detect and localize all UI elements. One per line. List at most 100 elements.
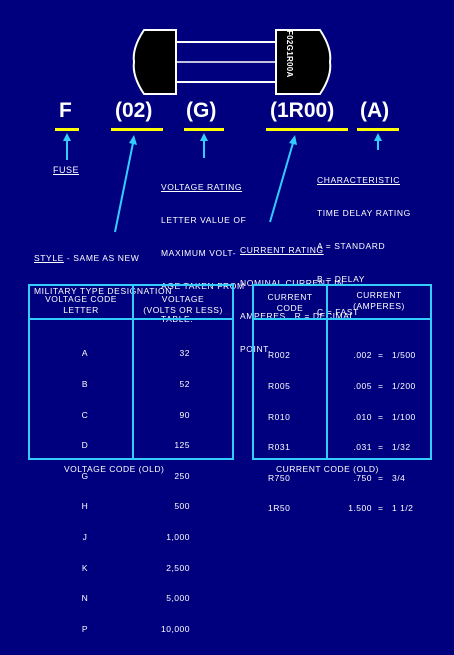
characteristic-line: A = STANDARD [317, 241, 386, 251]
current-fraction: 1/32 [392, 442, 411, 453]
style-line: MILITARY TYPE DESIGNATION [34, 286, 172, 296]
voltage-letter: N [81, 593, 89, 604]
current-decimal-column: .002 .005 .010 .031 .750 1.500 [338, 330, 372, 534]
equals-sign: = [378, 472, 384, 483]
current-rating-line: POINT. [240, 344, 271, 354]
underline-voltage [184, 128, 224, 131]
voltage-rating-line: LETTER VALUE OF [161, 215, 247, 225]
current-fraction: 1/100 [392, 411, 416, 422]
voltage-value: 1,000 [166, 532, 190, 543]
voltage-value: 250 [174, 470, 190, 481]
arrow-voltage [200, 133, 208, 158]
current-equals-column: = = = = = = [378, 330, 389, 534]
arrows-layer [63, 133, 382, 233]
current-decimal: .002 [353, 350, 372, 361]
current-table-header-code: CURRENT CODE [267, 292, 313, 313]
voltage-value: 2,500 [166, 562, 190, 573]
characteristic-line: B = DELAY [317, 274, 365, 284]
current-rating-line: NOMINAL CURRENT IN [240, 278, 344, 288]
arrow-current [269, 135, 297, 223]
underline-fuse [55, 128, 79, 131]
voltage-letter: P [81, 623, 89, 634]
voltage-letter: A [81, 348, 89, 359]
voltage-letter: B [81, 379, 89, 390]
characteristic-line: TIME DELAY RATING [317, 208, 411, 218]
voltage-letter: G [81, 470, 89, 481]
current-code: R002 [268, 350, 291, 361]
equals-sign: = [378, 411, 384, 422]
current-rating-description: CURRENT RATING NOMINAL CURRENT IN AMPERE… [240, 223, 355, 366]
underline-style [111, 128, 163, 131]
voltage-value: 10,000 [161, 623, 190, 634]
underline-characteristic [357, 128, 399, 131]
current-code: R005 [268, 381, 291, 392]
style-heading: STYLE [34, 253, 64, 263]
arrow-characteristic [374, 133, 382, 150]
current-decimal: .031 [347, 442, 372, 453]
voltage-letter: K [81, 562, 89, 573]
voltage-table-header-code: VOLTAGE CODE LETTER [45, 294, 117, 315]
fuse-right-cap [275, 29, 332, 95]
current-code: 1R50 [268, 503, 291, 514]
underline-current [266, 128, 348, 131]
current-fraction: 3/4 [392, 472, 406, 483]
code-characteristic: (A) [360, 99, 390, 122]
voltage-code-table: VOLTAGE CODE LETTER VOLTAGE (VOLTS OR LE… [28, 284, 234, 634]
voltage-value: 52 [179, 379, 190, 390]
fuse-marking: F02G1R00A [285, 30, 294, 78]
voltage-rating-line: MAXIMUM VOLT- [161, 248, 237, 258]
style-rest: - SAME AS NEW [63, 253, 140, 263]
voltage-value: 500 [174, 501, 190, 512]
characteristic-heading: CHARACTERISTIC [317, 175, 401, 185]
voltage-letter: D [81, 440, 89, 451]
arrow-style [114, 135, 137, 233]
current-code-column: R002 R005 R010 R031 R750 1R50 [268, 330, 290, 534]
current-decimal: 1.500 [348, 503, 372, 514]
current-fraction: 1/200 [392, 381, 416, 392]
voltage-rating-heading: VOLTAGE RATING [161, 182, 243, 192]
current-code-table: CURRENT CODE CURRENT (AMPERES) R002 R005… [252, 284, 432, 513]
voltage-table-caption: VOLTAGE CODE (OLD) [64, 464, 165, 474]
code-style: (02) [115, 99, 153, 122]
equals-sign: = [378, 350, 384, 361]
voltage-table-header-voltage: VOLTAGE (VOLTS OR LESS) [143, 294, 223, 315]
voltage-table-divider-horizontal [30, 318, 232, 320]
voltage-rating-line: AGE TAKEN FROM [161, 281, 245, 291]
voltage-value: 125 [174, 440, 190, 451]
arrow-fuse [63, 133, 71, 160]
characteristic-description: CHARACTERISTIC TIME DELAY RATING A = STA… [317, 153, 411, 329]
code-current: (1R00) [270, 99, 335, 122]
current-rating-line: AMPERES. R = DECIMAL [240, 311, 355, 321]
current-rating-heading: CURRENT RATING [240, 245, 324, 255]
fuse-illustration [132, 29, 332, 95]
voltage-value: 5,000 [166, 593, 190, 604]
current-decimal: .750 [347, 472, 372, 483]
characteristic-line: C = FAST [317, 307, 359, 317]
current-table-divider-horizontal [254, 318, 430, 320]
current-code: R010 [268, 411, 291, 422]
voltage-letter: H [81, 501, 89, 512]
voltage-letter-column: A B C D G H J K N P [78, 328, 92, 655]
current-table-caption: CURRENT CODE (OLD) [276, 464, 379, 474]
fuse-label: FUSE [53, 165, 80, 175]
code-voltage: (G) [186, 99, 217, 122]
current-fraction: 1/500 [392, 350, 416, 361]
equals-sign: = [378, 503, 384, 514]
current-fraction: 1 1/2 [392, 503, 414, 514]
current-decimal: .005 [347, 381, 372, 392]
voltage-letter: C [81, 409, 89, 420]
fuse-left-cap [132, 29, 177, 95]
voltage-value-column: 32 52 90 125 250 500 1,000 2,500 5,000 1… [146, 328, 190, 655]
equals-sign: = [378, 381, 384, 392]
code-fuse: F [59, 99, 72, 122]
voltage-table-divider-vertical [132, 286, 134, 458]
current-fraction-column: 1/500 1/200 1/100 1/32 3/4 1 1/2 [392, 330, 416, 534]
voltage-value: 90 [179, 409, 190, 420]
current-decimal: .010 [347, 411, 372, 422]
current-code: R031 [268, 442, 291, 453]
current-code: R750 [268, 472, 291, 483]
current-table-divider-vertical [326, 286, 328, 458]
voltage-letter: J [82, 532, 88, 543]
voltage-value: 32 [179, 348, 190, 359]
equals-sign: = [378, 442, 384, 453]
